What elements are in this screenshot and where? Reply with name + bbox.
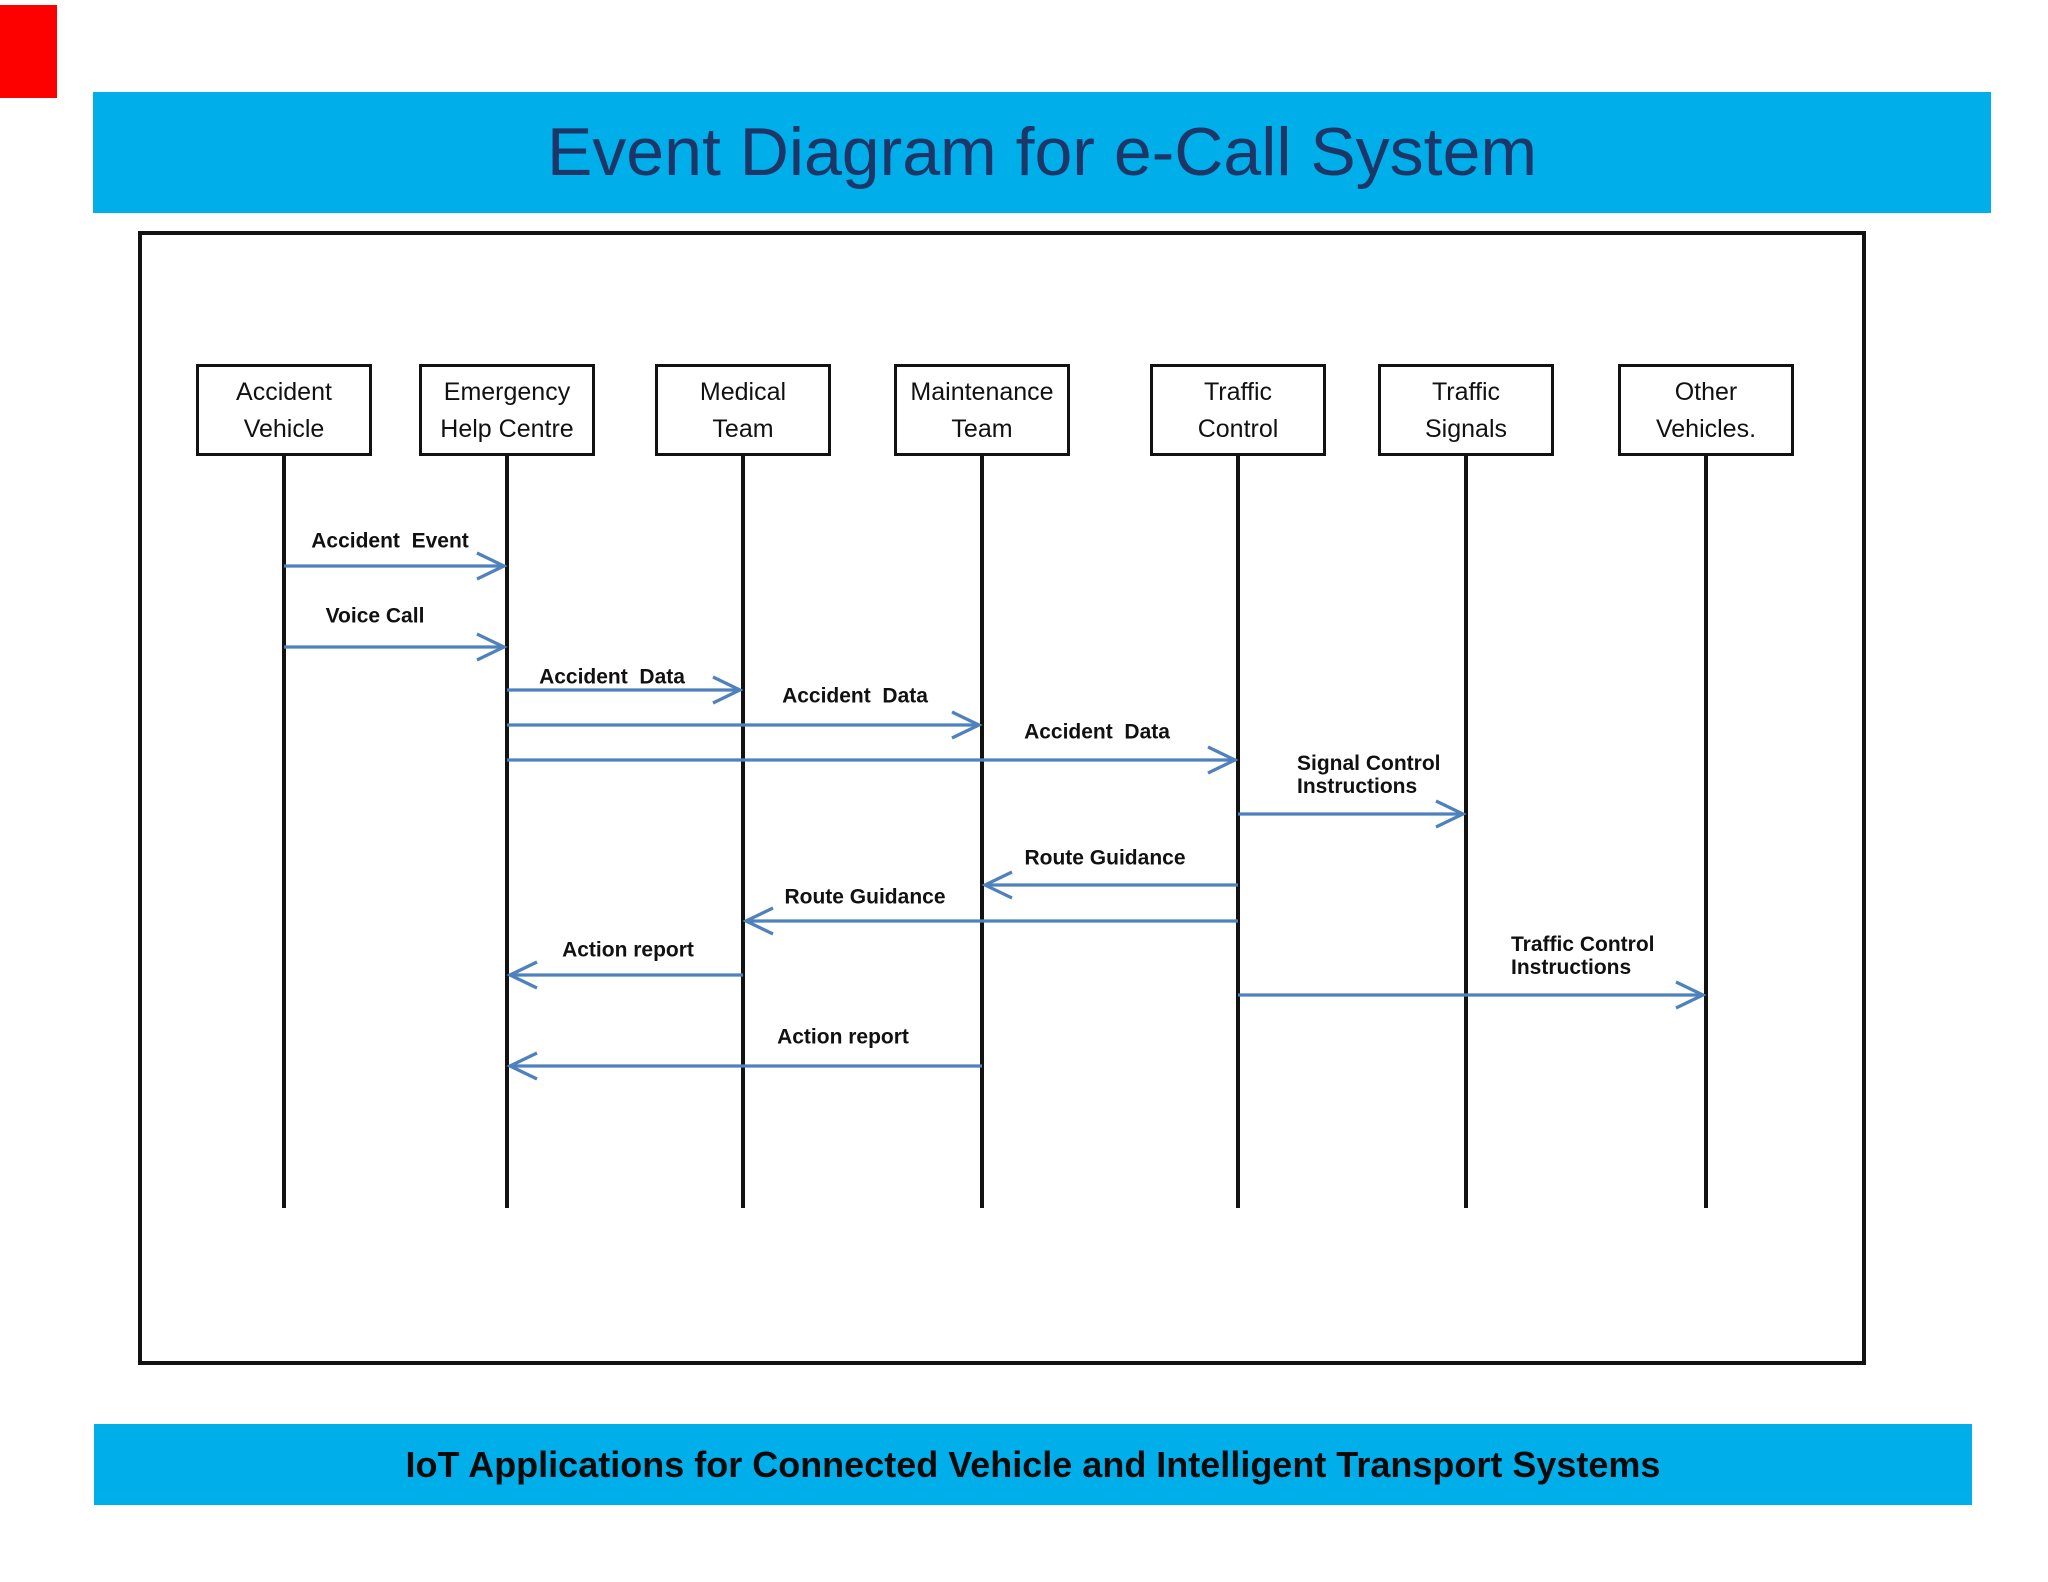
actor-box-medical-team: Medical Team — [655, 364, 831, 456]
message-arrow-11 — [506, 1051, 982, 1081]
message-arrow-3 — [507, 675, 744, 705]
lifeline-accident-vehicle — [282, 456, 286, 1208]
actor-label-accident-vehicle: Accident Vehicle — [236, 378, 332, 443]
message-label-1: Accident Event — [311, 529, 469, 553]
lifeline-traffic-signals — [1464, 456, 1468, 1208]
actor-label-other-vehicles: Other Vehicles. — [1655, 378, 1757, 443]
message-label-4: Accident Data — [782, 684, 928, 708]
lifeline-medical-team — [741, 456, 745, 1208]
actor-label-medical-team: Medical Team — [699, 378, 787, 443]
lifeline-maintenance-team — [980, 456, 984, 1208]
title-bar: Event Diagram for e-Call System — [93, 92, 1991, 213]
message-arrow-4 — [507, 710, 983, 740]
actor-box-other-vehicles: Other Vehicles. — [1618, 364, 1794, 456]
message-label-5: Accident Data — [1024, 720, 1170, 744]
actor-label-traffic-signals: Traffic Signals — [1425, 378, 1507, 443]
footer-text: IoT Applications for Connected Vehicle a… — [405, 1444, 1661, 1485]
lifeline-traffic-control — [1236, 456, 1240, 1208]
message-label-8: Route Guidance — [784, 885, 946, 909]
message-arrow-8 — [742, 906, 1238, 936]
message-label-11: Action report — [777, 1025, 909, 1049]
message-label-7: Route Guidance — [1024, 846, 1186, 870]
message-arrow-9 — [506, 960, 743, 990]
message-arrow-10 — [1238, 980, 1707, 1010]
message-label-10: Traffic Control Instructions — [1511, 933, 1655, 979]
message-label-2: Voice Call — [325, 604, 425, 628]
actor-box-maintenance-team: Maintenance Team — [894, 364, 1070, 456]
actor-label-emergency-help-centre: Emergency Help Centre — [440, 378, 574, 443]
actor-label-traffic-control: Traffic Control — [1197, 378, 1279, 443]
message-label-9: Action report — [562, 938, 694, 962]
red-marker — [0, 5, 57, 98]
message-arrow-5 — [507, 745, 1239, 775]
lifeline-emergency-help-centre — [505, 456, 509, 1208]
actor-box-emergency-help-centre: Emergency Help Centre — [419, 364, 595, 456]
footer-bar: IoT Applications for Connected Vehicle a… — [94, 1424, 1972, 1505]
message-arrow-1 — [284, 551, 508, 581]
slide-title: Event Diagram for e-Call System — [546, 114, 1538, 190]
actor-label-maintenance-team: Maintenance Team — [910, 378, 1054, 443]
message-arrow-7 — [981, 870, 1238, 900]
message-arrow-6 — [1238, 799, 1467, 829]
message-label-6: Signal Control Instructions — [1297, 752, 1441, 798]
actor-box-traffic-control: Traffic Control — [1150, 364, 1326, 456]
lifeline-other-vehicles — [1704, 456, 1708, 1208]
actor-box-traffic-signals: Traffic Signals — [1378, 364, 1554, 456]
actor-box-accident-vehicle: Accident Vehicle — [196, 364, 372, 456]
message-arrow-2 — [284, 632, 508, 662]
message-label-3: Accident Data — [539, 665, 685, 689]
